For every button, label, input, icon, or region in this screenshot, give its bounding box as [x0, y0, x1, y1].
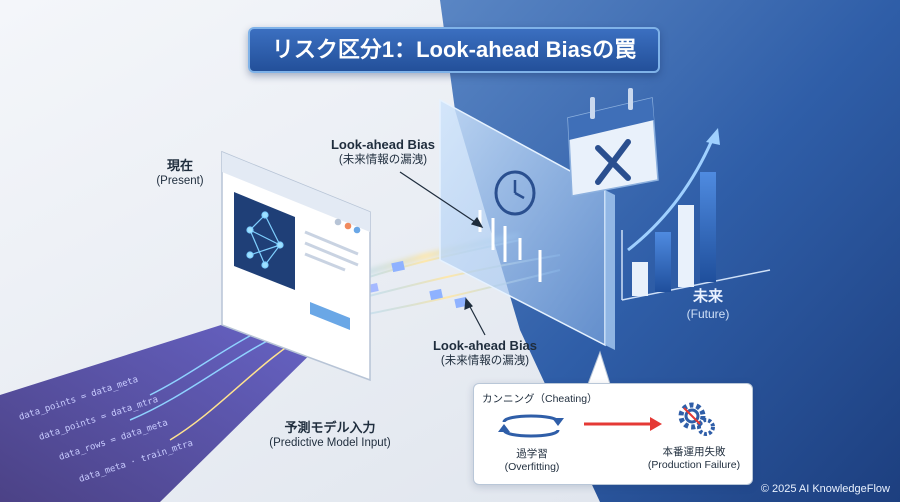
overfitting-main: 過学習	[516, 448, 548, 460]
cheating-label: カンニング（Cheating）	[482, 393, 598, 405]
overfitting-sub: (Overfitting)	[504, 460, 560, 473]
cycle-arrows-icon	[498, 414, 564, 438]
future-label-main: 未来	[692, 288, 723, 305]
future-label: 未来 (Future)	[668, 288, 748, 322]
copyright: © 2025 AI KnowledgeFlow	[760, 483, 890, 495]
bias-label-top: Look-ahead Bias (未来情報の漏洩)	[318, 137, 448, 168]
production-failure-label: 本番運用失敗 (Production Failure)	[644, 446, 744, 471]
bias-top-sub: (未来情報の漏洩)	[338, 154, 428, 167]
annotation-arrows	[399, 171, 486, 336]
bias-top-main: Look-ahead Bias	[330, 137, 436, 152]
overfitting-label: 過学習 (Overfitting)	[494, 448, 570, 473]
bias-label-bottom: Look-ahead Bias (未来情報の漏洩)	[420, 338, 550, 369]
glass-barrier	[439, 98, 615, 350]
present-label-sub: (Present)	[156, 175, 204, 188]
page-title: リスク区分1：Look-ahead Biasの罠	[248, 27, 660, 73]
present-label: 現在 (Present)	[140, 158, 220, 189]
consequence-panel: カンニング（Cheating） 過学習 (Overfitting) 本番運用失敗…	[473, 383, 753, 485]
data-stream: data_points = data_meta data_points = da…	[0, 300, 335, 502]
model-window	[221, 150, 371, 382]
bar-chart-up-icon	[621, 128, 771, 301]
clock-icon	[494, 170, 536, 216]
gears-icon	[678, 402, 715, 436]
production-failure-sub: (Production Failure)	[647, 458, 741, 471]
neural-network-icon	[246, 211, 284, 269]
arrow-right-icon	[584, 417, 662, 431]
production-failure-main: 本番運用失敗	[662, 446, 726, 458]
model-input-sub: (Predictive Model Input)	[269, 437, 391, 450]
calendar-x-icon	[567, 88, 659, 197]
model-input-main: 予測モデル入力	[284, 420, 376, 435]
model-input-label: 予測モデル入力 (Predictive Model Input)	[250, 420, 410, 451]
future-label-sub: (Future)	[686, 306, 730, 321]
bias-bottom-main: Look-ahead Bias	[432, 338, 538, 353]
present-label-main: 現在	[166, 158, 193, 173]
bias-bottom-sub: (未来情報の漏洩)	[440, 355, 530, 368]
